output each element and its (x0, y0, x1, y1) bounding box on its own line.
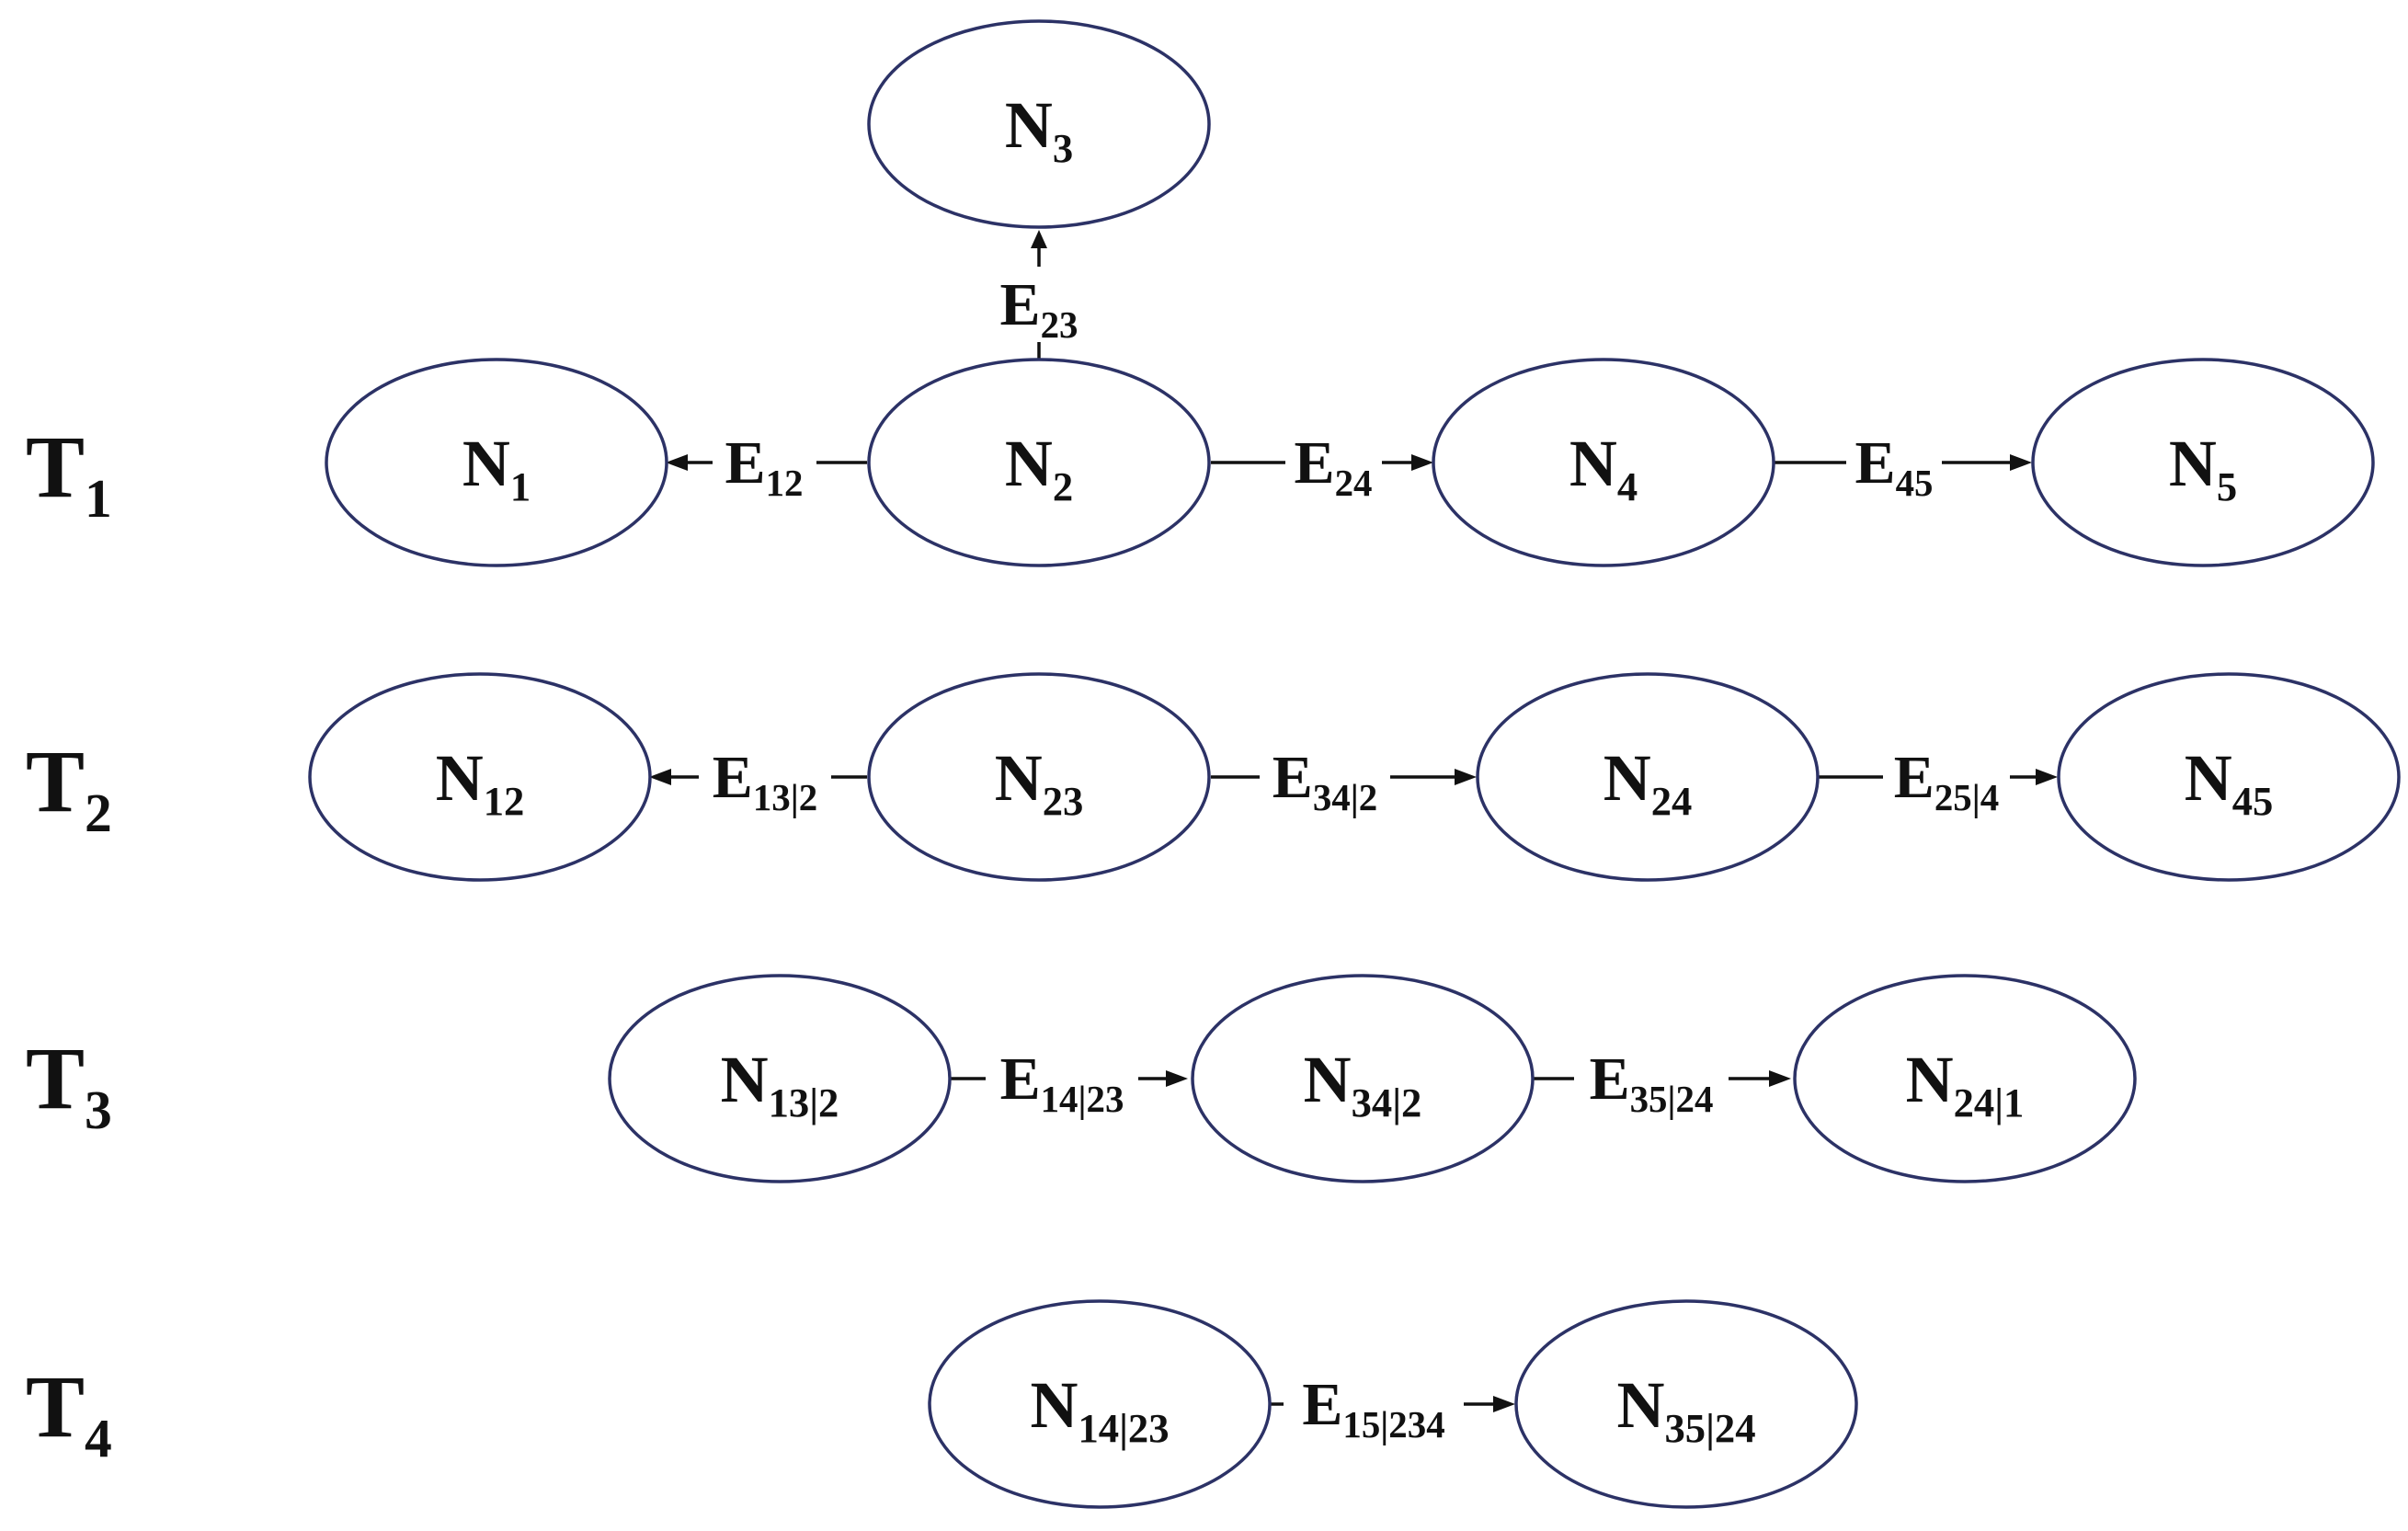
node-n45: N45 (2057, 672, 2401, 882)
node-n12: N12 (308, 672, 652, 882)
node-label-n35-24: N35|24 (1616, 1368, 1755, 1451)
node-label-n24-1: N24|1 (1906, 1043, 2025, 1125)
row-label-t2: T2 (26, 732, 112, 843)
node-n13-2: N13|2 (608, 974, 952, 1183)
node-n1: N1 (325, 358, 668, 567)
edge-label-e45: E45 (1855, 429, 1934, 504)
edge-label-e23: E23 (1000, 271, 1078, 346)
arrowhead-e14-23 (1166, 1070, 1188, 1087)
node-label-n5: N5 (2169, 427, 2237, 509)
arrowhead-e15-234 (1493, 1396, 1515, 1412)
arrowhead-e45 (2010, 454, 2032, 471)
row-label-t1: T1 (26, 417, 112, 529)
node-label-n1: N1 (462, 427, 531, 509)
node-label-n3: N3 (1005, 88, 1073, 171)
edge-label-e15-234: E15|234 (1302, 1371, 1444, 1445)
node-label-n34-2: N34|2 (1304, 1043, 1422, 1125)
arrowhead-e12 (666, 454, 688, 471)
edge-label-e35-24: E35|24 (1590, 1045, 1714, 1120)
node-n23: N23 (867, 672, 1211, 882)
node-n3: N3 (867, 19, 1211, 229)
arrowhead-e23 (1031, 230, 1047, 248)
edge-label-e25-4: E25|4 (1894, 744, 1999, 818)
edge-label-e13-2: E13|2 (713, 744, 817, 818)
node-n35-24: N35|24 (1514, 1299, 1858, 1509)
node-label-n45: N45 (2185, 741, 2274, 824)
arrowhead-e34-2 (1455, 769, 1477, 785)
node-n5: N5 (2031, 358, 2375, 567)
node-label-n24: N24 (1603, 741, 1693, 824)
node-n34-2: N34|2 (1191, 974, 1535, 1183)
edge-label-e24: E24 (1295, 429, 1373, 504)
node-label-n2: N2 (1005, 427, 1073, 509)
node-n4: N4 (1432, 358, 1775, 567)
row-label-t3: T3 (26, 1029, 112, 1140)
node-n14-23: N14|23 (928, 1299, 1272, 1509)
arrowhead-e25-4 (2036, 769, 2058, 785)
row-label-t4: T4 (26, 1357, 112, 1468)
arrowhead-e13-2 (649, 769, 671, 785)
edge-label-e34-2: E34|2 (1272, 744, 1377, 818)
edge-label-e12: E12 (725, 429, 804, 504)
node-label-n12: N12 (436, 741, 525, 824)
arrowhead-e35-24 (1769, 1070, 1791, 1087)
node-n2: N2 (867, 358, 1211, 567)
node-label-n4: N4 (1569, 427, 1638, 509)
node-n24: N24 (1476, 672, 1820, 882)
arrowhead-e24 (1411, 454, 1433, 471)
node-label-n13-2: N13|2 (721, 1043, 839, 1125)
edge-label-e14-23: E14|23 (1000, 1045, 1124, 1120)
node-label-n14-23: N14|23 (1030, 1368, 1169, 1451)
node-n24-1: N24|1 (1793, 974, 2137, 1183)
node-label-n23: N23 (995, 741, 1084, 824)
